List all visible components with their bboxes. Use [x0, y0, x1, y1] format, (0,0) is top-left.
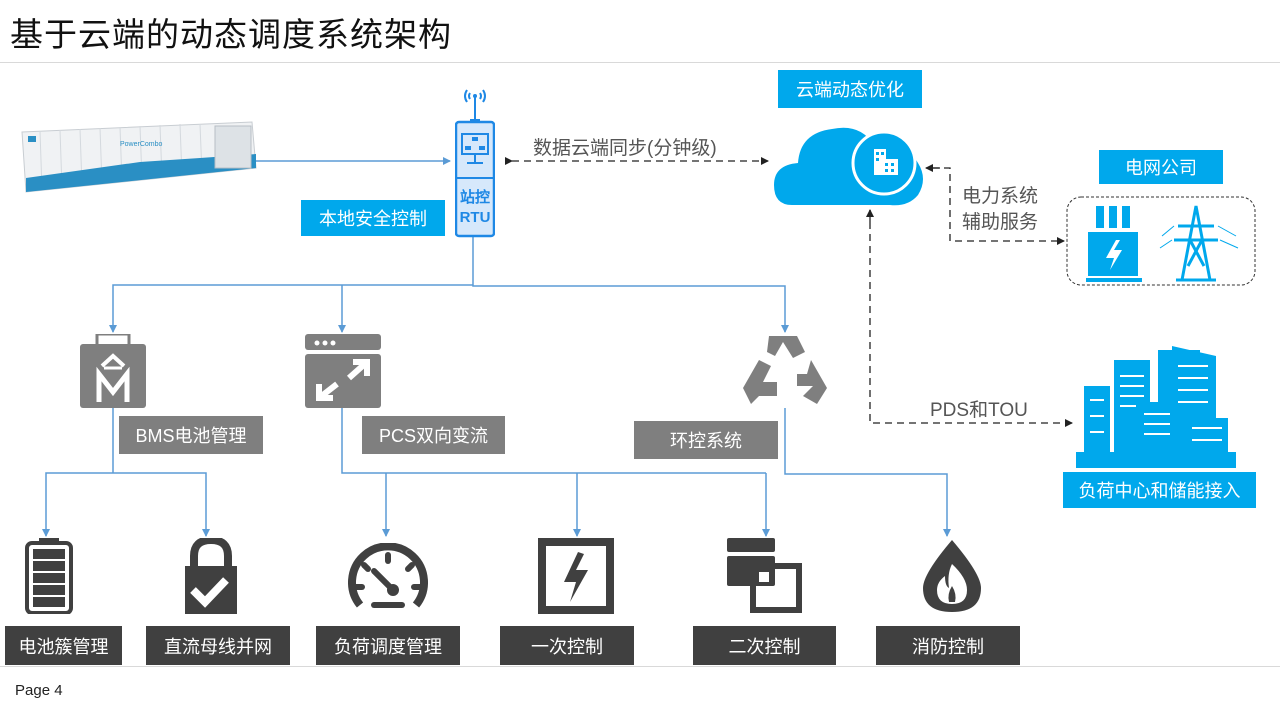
- antenna-icon: [464, 89, 486, 121]
- cloud-icon: [774, 127, 923, 206]
- transformer-icon: [1086, 206, 1142, 282]
- pds-tou-label: PDS和TOU: [930, 400, 1028, 421]
- local-safety-label: 本地安全控制: [301, 200, 445, 236]
- title-divider: [0, 62, 1280, 63]
- aux-service-line: [932, 167, 1065, 245]
- power-tower-icon: [1159, 205, 1239, 282]
- recycle-icon: [743, 336, 827, 404]
- container-brand: PowerCombo: [120, 141, 163, 148]
- pds-tou-line: [869, 210, 1073, 427]
- bottom-item-label: 消防控制: [876, 626, 1020, 665]
- bottom-item-label: 一次控制: [500, 626, 634, 665]
- rtu-bus-left: [109, 284, 473, 333]
- pcs-label: PCS双向变流: [362, 416, 505, 454]
- city-buildings-icon: [1076, 346, 1236, 468]
- bottom-item-label: 直流母线并网: [146, 626, 290, 665]
- bms-to-dcbus: [113, 472, 210, 537]
- battery-icon: [25, 538, 73, 614]
- energy-storage-container-image: PowerCombo: [21, 121, 257, 193]
- cloud-opt-label: 云端动态优化: [778, 70, 922, 108]
- env-to-fire: [784, 408, 951, 537]
- lock-check-icon: [185, 538, 237, 614]
- env-label: 环控系统: [634, 421, 778, 459]
- rtu-label-line2: RTU: [459, 209, 491, 226]
- rtu-label-line1: 站控: [459, 189, 490, 206]
- bottom-item-label: 电池簇管理: [5, 626, 122, 665]
- grid-company-group: [1066, 196, 1256, 286]
- fire-drop-icon: [923, 540, 981, 612]
- rtu-bus-line: [472, 236, 789, 333]
- page-title: 基于云端的动态调度系统架构: [10, 15, 452, 54]
- lightning-box-icon: [538, 538, 614, 614]
- bottom-item-label: 二次控制: [693, 626, 836, 665]
- aux-service-label-2: 辅助服务: [962, 212, 1039, 233]
- sync-label: 数据云端同步(分钟级): [533, 138, 717, 159]
- aux-service-label-1: 电力系统: [962, 186, 1039, 207]
- monitor-network-icon: [461, 133, 489, 164]
- pcs-icon: [305, 334, 381, 408]
- bidirectional-arrow-icon: [316, 359, 370, 401]
- page-number: Page 4: [15, 682, 63, 699]
- speedometer-icon: [348, 543, 428, 608]
- stacked-windows-icon: [727, 538, 802, 613]
- grid-company-label: 电网公司: [1099, 150, 1223, 184]
- rtu-device: [455, 89, 495, 238]
- footer-divider: [0, 666, 1280, 667]
- bms-to-battery: [42, 472, 113, 537]
- bottom-item-label: 负荷调度管理: [316, 626, 460, 665]
- load-center-label: 负荷中心和储能接入: [1063, 472, 1256, 508]
- bms-label: BMS电池管理: [119, 416, 263, 454]
- bms-icon: [80, 334, 146, 408]
